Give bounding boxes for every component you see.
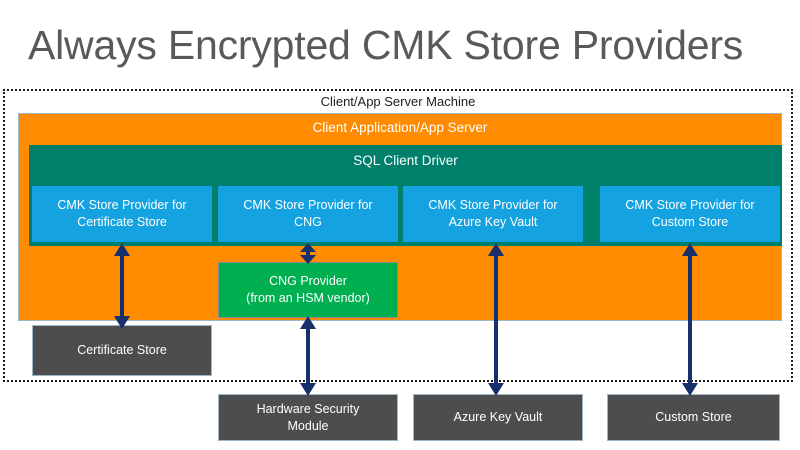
machine-boundary-label: Client/App Server Machine bbox=[320, 94, 476, 109]
hardware-security-module-box: Hardware Security Module bbox=[218, 394, 398, 441]
cmk-store-provider-custom-store: CMK Store Provider for Custom Store bbox=[600, 186, 780, 242]
cmk-store-provider-certificate-store: CMK Store Provider for Certificate Store bbox=[32, 186, 212, 242]
provider-label-line1: CMK Store Provider for bbox=[243, 198, 373, 212]
cng-provider-box: CNG Provider (from an HSM vendor) bbox=[218, 262, 398, 318]
custom-store-label: Custom Store bbox=[655, 410, 732, 424]
azure-key-vault-box: Azure Key Vault bbox=[413, 394, 583, 441]
provider-label-line2: Azure Key Vault bbox=[448, 215, 538, 229]
hsm-label-line1: Hardware Security bbox=[256, 401, 360, 416]
cng-provider-label-line2: (from an HSM vendor) bbox=[246, 291, 370, 305]
provider-label-line2: Custom Store bbox=[651, 215, 729, 229]
azure-key-vault-label: Azure Key Vault bbox=[453, 410, 543, 424]
provider-label-line2: Certificate Store bbox=[77, 215, 167, 229]
provider-label-line1: CMK Store Provider for bbox=[625, 198, 755, 212]
sql-client-driver-label: SQL Client Driver bbox=[353, 153, 458, 168]
cng-provider-label-line1: CNG Provider bbox=[269, 274, 347, 288]
hsm-label-line2: Module bbox=[287, 418, 329, 433]
arrow-custom-provider-to-custom-store-icon bbox=[680, 243, 700, 396]
arrow-cng-box-to-hsm-icon bbox=[298, 316, 318, 396]
client-application-label: Client Application/App Server bbox=[312, 120, 488, 135]
client-app-server-machine-boundary bbox=[3, 89, 793, 382]
arrow-akv-provider-to-azure-key-vault-icon bbox=[486, 243, 506, 396]
cmk-store-provider-cng: CMK Store Provider for CNG bbox=[218, 186, 398, 242]
provider-label-line1: CMK Store Provider for bbox=[57, 198, 187, 212]
provider-label-line1: CMK Store Provider for bbox=[428, 198, 558, 212]
provider-label-line2: CNG bbox=[294, 215, 322, 229]
custom-store-box: Custom Store bbox=[607, 394, 780, 441]
certificate-store-label: Certificate Store bbox=[77, 343, 167, 357]
certificate-store-box: Certificate Store bbox=[32, 325, 212, 376]
cmk-store-provider-azure-key-vault: CMK Store Provider for Azure Key Vault bbox=[403, 186, 583, 242]
page-title: Always Encrypted CMK Store Providers bbox=[28, 22, 744, 68]
arrow-cert-provider-to-certificate-store-icon bbox=[112, 243, 132, 329]
arrow-cng-provider-to-cng-box-icon bbox=[298, 243, 318, 264]
